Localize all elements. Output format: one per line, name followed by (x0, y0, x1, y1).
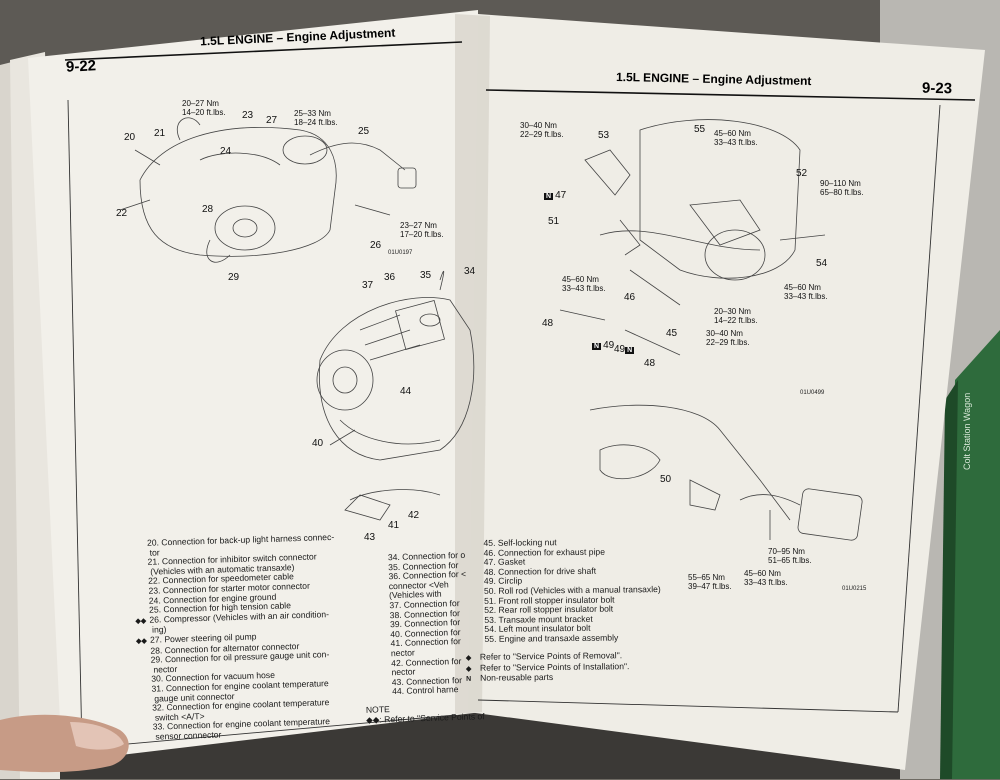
part-number: 41 (388, 520, 400, 531)
left-legend-column-2: 34. Connection for o 35. Connection for … (388, 550, 470, 697)
left-note: NOTE ◆◆: Refer to "Service Points of (366, 702, 485, 725)
left-legend: 20. Connection for back-up light harness… (133, 532, 341, 743)
part-number: 50 (660, 474, 672, 485)
engine-diagram-top-left (119, 117, 417, 263)
part-number: 34 (464, 266, 476, 277)
torque-callout: 25–33 Nm 18–24 ft.lbs. (294, 109, 338, 127)
part-number: 27 (266, 115, 278, 126)
left-page-surface (28, 10, 482, 762)
non-reusable-badge: N (544, 193, 554, 200)
non-reusable-badge: N (592, 343, 602, 350)
part-number: 46 (624, 292, 636, 303)
legend-line: 55. Engine and transaxle assembly (484, 632, 619, 644)
torque-callout: 23–27 Nm 17–20 ft.lbs. (400, 221, 444, 239)
thumb (0, 714, 129, 773)
part-number: 45 (666, 328, 678, 339)
part-number: 48 (644, 358, 656, 369)
part-number: 29 (228, 272, 240, 283)
right-notes: ◆Refer to "Service Points of Removal". ◆… (466, 650, 630, 684)
part-number: 35 (420, 270, 432, 281)
part-number: 26 (370, 240, 382, 251)
figure-code: 01U0499 (800, 390, 825, 396)
part-number: 42 (408, 510, 420, 521)
figure-code: 01U0215 (842, 586, 867, 592)
roll-rod-diagram-bottom-right (589, 404, 863, 541)
engine-diagram-bottom-left (316, 270, 475, 521)
part-number: 22 (116, 208, 128, 219)
non-reusable-badge: N (625, 347, 635, 354)
part-number: 51 (548, 216, 560, 227)
figure-code: 01U0197 (388, 250, 413, 256)
torque-callout: 20–30 Nm 14–22 ft.lbs. (714, 307, 758, 325)
torque-callout: 30–40 Nm 22–29 ft.lbs. (706, 329, 750, 347)
part-number: 43 (364, 532, 376, 543)
part-number: 40 (312, 438, 324, 449)
right-page-number: 9-23 (921, 79, 953, 98)
left-page-number: 9-22 (65, 57, 97, 76)
part-number: 53 (598, 130, 610, 141)
torque-callout: 45–60 Nm 33–43 ft.lbs. (714, 129, 758, 147)
part-number: 36 (384, 272, 396, 283)
torque-callout: 20–27 Nm 14–20 ft.lbs. (182, 99, 226, 117)
right-legend: 45. Self-locking nut 46. Connection for … (483, 537, 661, 644)
mount-diagram-top-right (559, 119, 826, 356)
torque-callout: 45–60 Nm 33–43 ft.lbs. (784, 283, 828, 301)
part-number: 54 (816, 258, 828, 269)
torque-callout: 55–65 Nm 39–47 ft.lbs. (688, 573, 732, 591)
part-number: 44 (400, 386, 412, 397)
torque-callout: 90–110 Nm 65–80 ft.lbs. (820, 179, 864, 197)
part-number: 25 (358, 126, 370, 137)
part-number: 20 (124, 132, 136, 143)
book-spine-label: Colt Station Wagon (962, 392, 972, 470)
part-number: 28 (202, 204, 214, 215)
part-number: 21 (154, 128, 166, 139)
torque-callout: 30–40 Nm 22–29 ft.lbs. (520, 121, 564, 139)
torque-callout: 70–95 Nm 51–65 ft.lbs. (768, 547, 812, 565)
part-number: 23 (242, 110, 254, 121)
part-number: 48 (542, 318, 554, 329)
part-number: 52 (796, 168, 808, 179)
torque-callout: 45–60 Nm 33–43 ft.lbs. (562, 275, 606, 293)
torque-callout: 45–60 Nm 33–43 ft.lbs. (744, 569, 788, 587)
right-page-surface (468, 14, 985, 770)
part-number: 24 (220, 146, 232, 157)
part-number: 55 (694, 124, 706, 135)
part-number: 37 (362, 280, 374, 291)
